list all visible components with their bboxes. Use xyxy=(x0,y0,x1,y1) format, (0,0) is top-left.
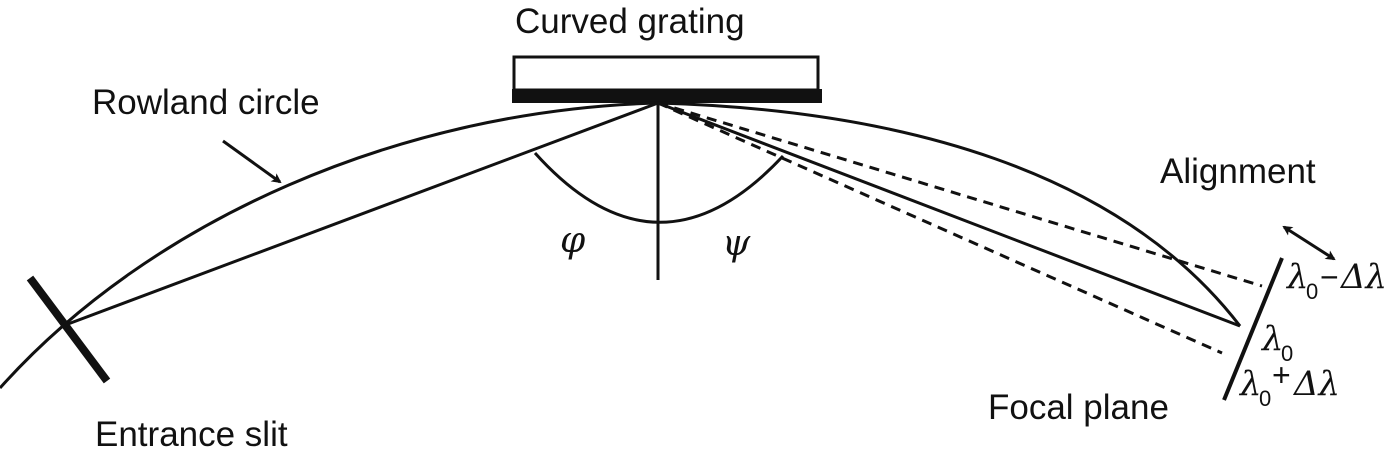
lambda-subscript: 0 xyxy=(1281,341,1293,366)
entrance-slit xyxy=(26,275,111,384)
lambda-subscript: 0 xyxy=(1259,386,1271,411)
plus-sign: + xyxy=(1272,357,1291,393)
lambda-symbol: λ xyxy=(1238,364,1262,404)
focal-plane-label: Focal plane xyxy=(988,388,1169,427)
entrance-slit-label: Entrance slit xyxy=(95,415,288,451)
incident-ray xyxy=(67,101,659,326)
lambda-subscript: 0 xyxy=(1306,279,1318,304)
delta-lambda: Δλ xyxy=(1292,364,1340,404)
rowland-circle-left-arc xyxy=(0,101,659,389)
diffracted-ray-lower-dashed xyxy=(657,101,1223,355)
wavelength-label-minus: λ 0 − Δλ xyxy=(1285,257,1387,304)
grating-label: Curved grating xyxy=(515,2,745,41)
diffracted-ray-upper-dashed xyxy=(657,101,1263,288)
angle-arc xyxy=(533,151,785,224)
rowland-circle-pointer-arrow xyxy=(222,139,282,184)
focal-plane xyxy=(1222,257,1284,401)
grating-surface xyxy=(512,89,822,103)
lambda-symbol: λ xyxy=(1285,257,1309,297)
wavelength-label-center: λ 0 xyxy=(1260,319,1293,366)
diffraction-angle-label: ψ xyxy=(722,223,751,264)
minus-sign: − xyxy=(1320,259,1339,295)
alignment-double-arrow xyxy=(1282,225,1336,261)
rowland-circle-label: Rowland circle xyxy=(92,83,320,122)
incidence-angle-label: φ xyxy=(560,220,586,261)
alignment-label: Alignment xyxy=(1160,152,1316,191)
grating-substrate xyxy=(512,55,820,92)
lambda-symbol: λ xyxy=(1260,319,1284,359)
wavelength-label-plus: λ 0 + Δλ xyxy=(1238,357,1340,411)
delta-lambda: Δλ xyxy=(1339,257,1387,297)
rowland-circle-right-arc xyxy=(657,101,1242,327)
diffracted-ray-center xyxy=(657,101,1241,328)
